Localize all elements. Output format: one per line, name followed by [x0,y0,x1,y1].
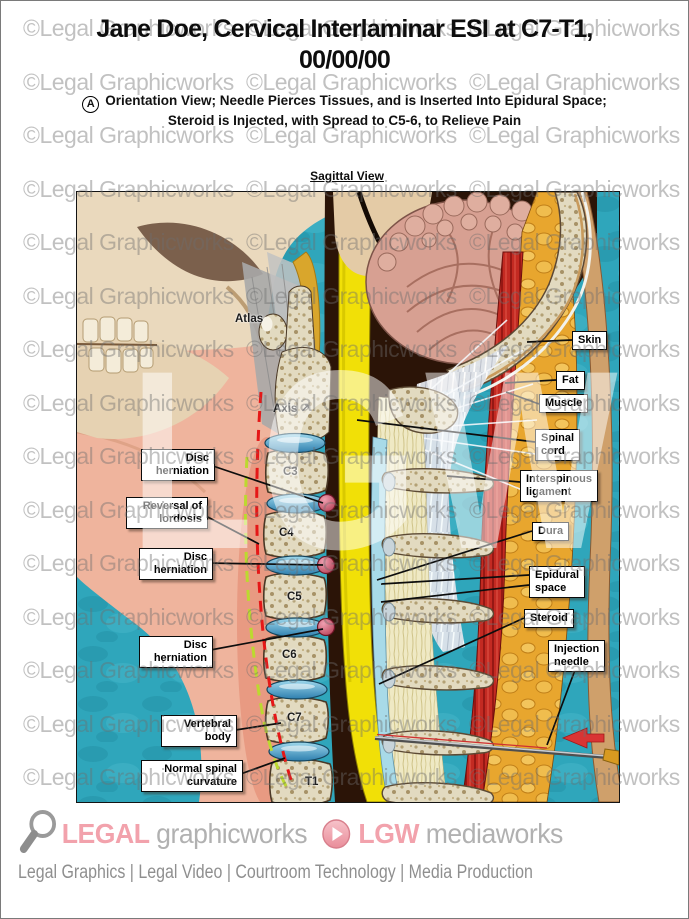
callout-injection-needle: Injection needle [548,640,606,672]
callout-skin: Skin [572,331,608,350]
sagittal-illustration: Atlas Axis ↗ C3 C4 C5 C6 C7 T1 Disc hern… [76,191,620,803]
title-line1: Jane Doe, Cervical Interlaminar ESI at C… [96,15,593,43]
label-c6: C6 [282,649,297,661]
brand-lgw: LGW [358,818,420,849]
label-t1: T1 [305,776,319,788]
footer-brand: LEGAL graphicworks LGW mediaworks [18,809,563,859]
header: Jane Doe, Cervical Interlaminar ESI at C… [1,1,688,129]
axis-arrow-icon: ↗ [300,401,311,415]
brand-graphicworks: graphicworks [156,818,308,849]
callout-muscle: Muscle [539,394,589,413]
callout-disc-herniation-2: Disc herniation [139,548,213,580]
callout-vertebral-body: Vertebral body [161,715,237,747]
magnifier-icon [19,810,56,853]
callout-spinal-cord: Spinal cord [535,429,581,461]
view-caption: Sagittal View [310,169,384,183]
anatomy-artwork [77,192,619,802]
label-c7: C7 [287,712,302,724]
callout-normal-spinal-curvature: Normal spinal curvature [141,760,243,792]
callout-steroid: Steroid [524,609,574,628]
title-line2: 00/00/00 [299,46,391,75]
label-atlas: Atlas [235,313,264,325]
play-button-icon [322,819,351,849]
brand-legal: LEGAL [61,818,150,849]
note-line1: Orientation View; Needle Pierces Tissues… [105,92,607,108]
callout-interspinous-ligament: Interspinous ligament [520,470,599,502]
label-axis: Axis ↗ [273,401,311,415]
note-line2: Steroid is Injected, with Spread to C5-6… [167,112,522,128]
callout-epidural-space: Epidural space [529,566,586,598]
services-line: Legal Graphics | Legal Video | Courtroom… [18,862,533,883]
callout-disc-herniation-1: Disc herniation [141,449,215,481]
callout-disc-herniation-3: Disc herniation [139,636,213,668]
callout-fat: Fat [556,371,585,390]
label-c4: C4 [279,527,294,539]
needle-direction-arrow-icon [561,727,605,749]
label-c3: C3 [283,466,298,478]
figure-note: A Orientation View; Needle Pierces Tissue… [1,93,688,130]
injection-needle-shaft [374,736,619,760]
note-marker-a: A [82,95,100,113]
page-title: Jane Doe, Cervical Interlaminar ESI at C… [1,14,688,77]
callout-dura: Dura [532,522,570,541]
label-c5: C5 [287,591,302,603]
brand-mediaworks: mediaworks [425,818,564,849]
callout-reversal-of-lordosis: Reversal of lordosis [126,497,208,529]
callout-leader-lines [201,339,576,777]
